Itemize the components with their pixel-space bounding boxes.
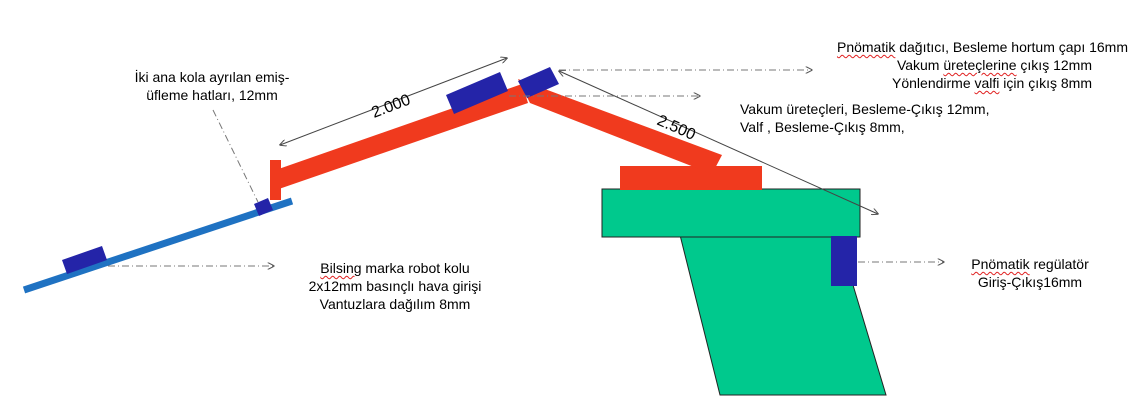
label-regulator: Pnömatik regülatör Giriş-Çıkış16mm [950,255,1110,291]
suction-line-connector [254,198,273,216]
distributor-word: Pnömatik [836,39,896,55]
robot-arm-gripper-block [62,246,107,274]
pneumatic-distributor [518,67,559,98]
robot-brand-word: Bilsing [320,260,362,276]
label-emis-ufleme-line2: üfleme hatları, 12mm [146,87,278,103]
bilsing-robot-arm [22,197,294,294]
label-robot-line1: Bilsing marka robot kolu [280,259,510,277]
robot-line1-rest: marka robot kolu [361,260,470,276]
label-regulator-line1: Pnömatik regülatör [950,255,1110,273]
distributor-line3-b: için çıkış 8mm [999,75,1092,91]
distributor-line3-a: Yönlendirme [892,75,975,91]
arm-vertical-post [270,160,281,200]
label-robot-line2: 2x12mm basınçlı hava girişi [308,278,482,294]
label-vacuum-line1: Vakum üreteçleri, Besleme-Çıkış 12mm, [740,101,990,117]
distributor-line2-a: Vakum [896,57,944,73]
machine-top-plate [601,188,861,238]
label-emis-ufleme: İki ana kola ayrılan emiş- üfleme hatlar… [102,68,322,104]
dimension-line-lower-arm [559,71,878,214]
label-robot-arm: Bilsing marka robot kolu 2x12mm basınçlı… [280,259,510,313]
leader-emis-ufleme [212,109,259,203]
regulator-line1-rest: regülatör [1029,256,1089,272]
dimension-upper-arm-text: 2.000 [369,91,413,121]
label-distributor-line3: Yönlendirme valfi için çıkış 8mm [770,74,1128,92]
distributor-line2-b: çıkış 12mm [1016,57,1092,73]
distributor-line1-rest: dağıtıcı, Besleme hortum çapı 16mm [895,39,1128,55]
label-vacuum-line2: Valf , Besleme-Çıkış 8mm, [740,119,905,135]
label-distributor-line1: Pnömatik dağıtıcı, Besleme hortum çapı 1… [770,38,1128,56]
label-regulator-line2: Giriş-Çıkış16mm [977,274,1083,290]
label-distributor-line2: Vakum üreteçlerine çıkış 12mm [770,56,1128,74]
label-robot-line3: Vantuzlara dağılım 8mm [319,296,471,312]
distributor-line2-word: üreteçlerine [943,57,1017,73]
label-emis-ufleme-line1: İki ana kola ayrılan emiş- [134,69,290,85]
distributor-line3-word: valfi [974,75,1000,91]
arm-mount-block [620,166,762,190]
pneumatic-regulator [831,236,857,286]
regulator-word: Pnömatik [971,256,1030,272]
dimension-line-upper-arm [280,58,507,145]
label-pneumatic-distributor: Pnömatik dağıtıcı, Besleme hortum çapı 1… [770,38,1128,92]
label-vacuum-generators: Vakum üreteçleri, Besleme-Çıkış 12mm, Va… [740,100,989,136]
